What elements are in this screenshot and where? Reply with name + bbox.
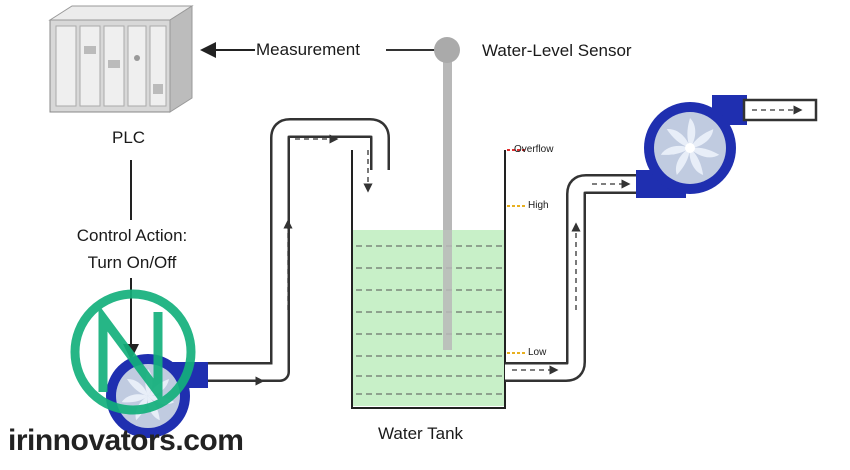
centrifugal-pump-icon — [636, 95, 747, 198]
watermark-text: irinnovators.com — [8, 424, 244, 457]
measurement-label: Measurement — [256, 40, 360, 59]
control-action-label: Control Action: Turn On/Off — [64, 222, 200, 276]
water-level-sensor-icon — [434, 37, 460, 346]
control-action-line2: Turn On/Off — [87, 253, 177, 272]
plc-rack-icon — [48, 5, 194, 113]
water-tank — [351, 150, 506, 409]
irinnovators-logo-icon — [70, 289, 196, 415]
control-action-line1: Control Action: — [76, 226, 188, 245]
water-level-sensor-label: Water-Level Sensor — [482, 41, 632, 60]
high-label: High — [528, 200, 549, 211]
plc-label: PLC — [112, 128, 146, 147]
low-label: Low — [528, 347, 547, 358]
water-tank-label: Water Tank — [378, 424, 464, 443]
overflow-label: Overflow — [514, 144, 554, 155]
